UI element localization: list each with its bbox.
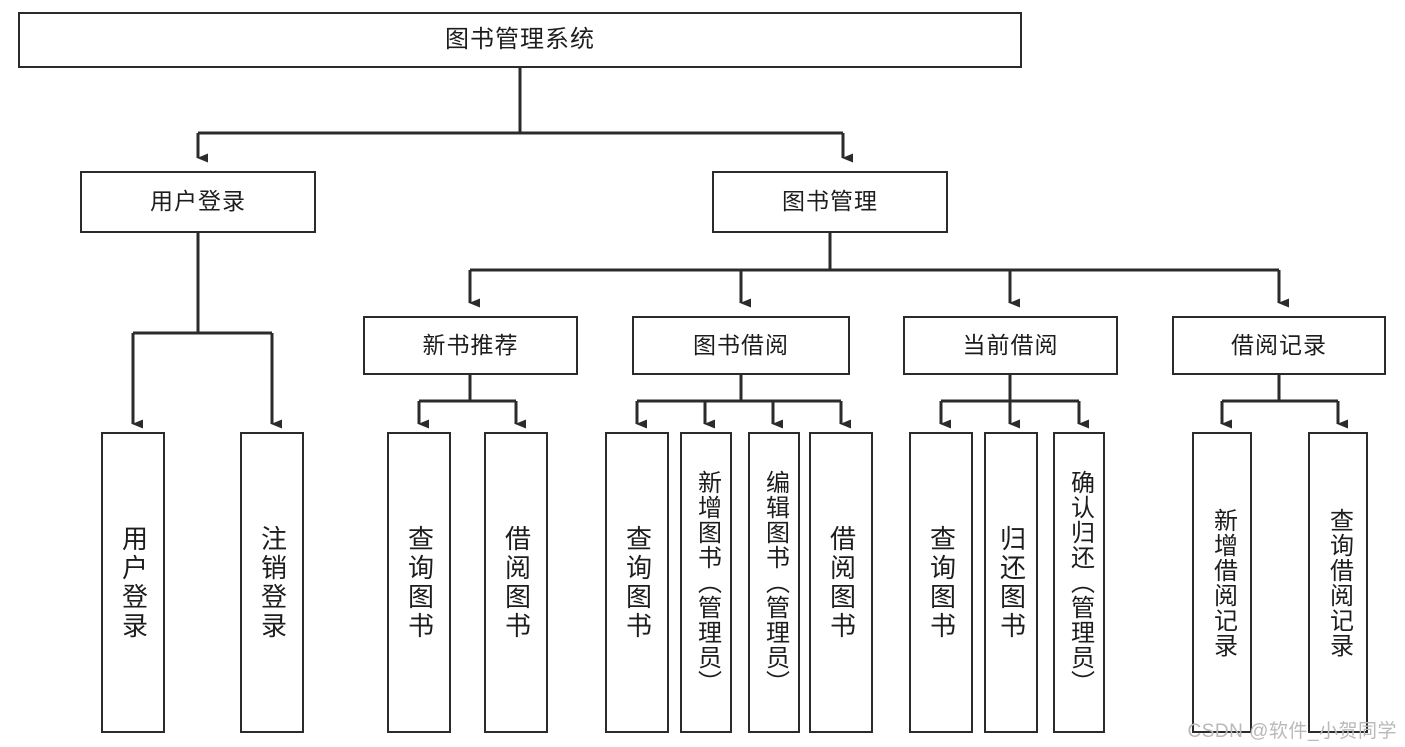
node-label-borrow-record: 借阅记录 <box>1231 331 1327 358</box>
node-leaf-borrow-book-2[interactable]: 借阅图书 <box>809 432 873 733</box>
node-label-new-book-recommend: 新书推荐 <box>422 331 519 358</box>
node-borrow-record[interactable]: 借阅记录 <box>1172 316 1386 375</box>
node-label-leaf-borrow-book-2: 借阅图书 <box>826 524 857 641</box>
node-leaf-query-book-2[interactable]: 查询图书 <box>605 432 669 733</box>
node-user-login[interactable]: 用户登录 <box>80 171 316 233</box>
node-book-management[interactable]: 图书管理 <box>712 171 948 233</box>
node-label-leaf-borrow-book-1: 借阅图书 <box>501 524 532 641</box>
node-label-leaf-user-login: 用户登录 <box>118 524 149 641</box>
node-label-leaf-query-borrow-record: 查询借阅记录 <box>1325 507 1353 658</box>
node-new-book-recommend[interactable]: 新书推荐 <box>363 316 578 375</box>
node-leaf-add-borrow-record[interactable]: 新增借阅记录 <box>1192 432 1252 733</box>
csdn-watermark: CSDN @软件_小贺同学 <box>1187 721 1397 742</box>
node-label-root-system: 图书管理系统 <box>445 25 595 53</box>
node-label-leaf-add-borrow-record: 新增借阅记录 <box>1209 507 1237 658</box>
node-label-leaf-logout-login: 注销登录 <box>257 524 288 641</box>
node-label-leaf-add-book-admin: 新增图书（管理员） <box>693 470 721 695</box>
node-leaf-logout-login[interactable]: 注销登录 <box>240 432 304 733</box>
node-leaf-user-login[interactable]: 用户登录 <box>101 432 165 733</box>
node-label-leaf-return-book: 归还图书 <box>996 524 1027 641</box>
node-root-system[interactable]: 图书管理系统 <box>18 12 1022 68</box>
node-label-book-borrow: 图书借阅 <box>693 331 789 358</box>
node-label-leaf-query-book-3: 查询图书 <box>926 524 957 641</box>
node-leaf-query-book-3[interactable]: 查询图书 <box>909 432 973 733</box>
node-label-current-borrow: 当前借阅 <box>962 331 1059 358</box>
node-leaf-query-borrow-record[interactable]: 查询借阅记录 <box>1308 432 1368 733</box>
node-label-user-login: 用户登录 <box>150 188 246 215</box>
node-book-borrow[interactable]: 图书借阅 <box>632 316 850 375</box>
node-leaf-confirm-return-admin[interactable]: 确认归还（管理员） <box>1053 432 1105 733</box>
node-leaf-edit-book-admin[interactable]: 编辑图书（管理员） <box>748 432 800 733</box>
node-label-leaf-query-book-1: 查询图书 <box>404 524 435 641</box>
node-current-borrow[interactable]: 当前借阅 <box>903 316 1118 375</box>
node-label-leaf-confirm-return-admin: 确认归还（管理员） <box>1066 470 1094 695</box>
node-leaf-borrow-book-1[interactable]: 借阅图书 <box>484 432 548 733</box>
node-leaf-return-book[interactable]: 归还图书 <box>984 432 1038 733</box>
node-leaf-query-book-1[interactable]: 查询图书 <box>387 432 451 733</box>
node-label-leaf-query-book-2: 查询图书 <box>622 524 653 641</box>
node-label-leaf-edit-book-admin: 编辑图书（管理员） <box>761 470 789 695</box>
node-label-book-management: 图书管理 <box>782 188 878 215</box>
node-leaf-add-book-admin[interactable]: 新增图书（管理员） <box>680 432 732 733</box>
